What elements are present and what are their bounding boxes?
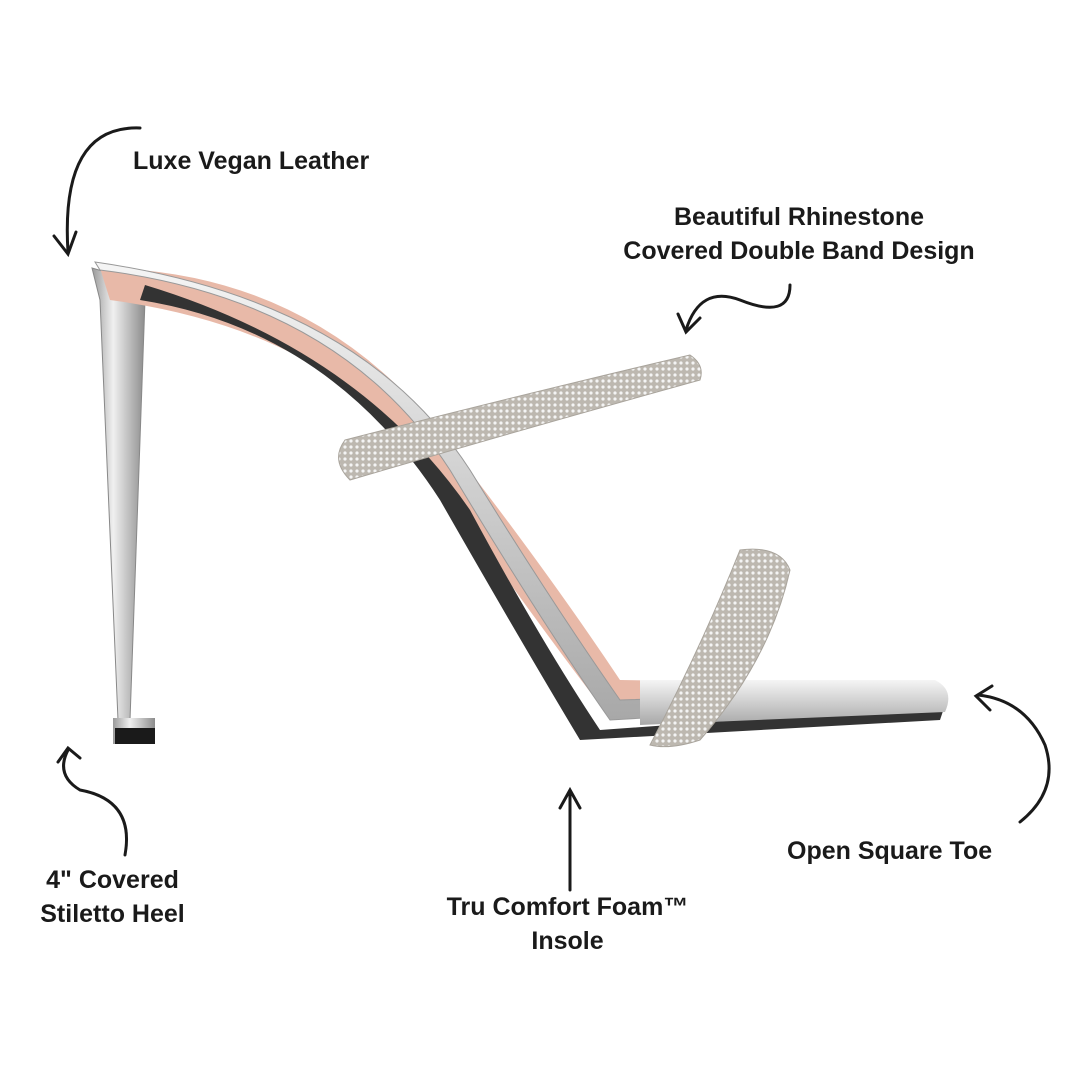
label-insole-line1: Tru Comfort Foam™ bbox=[446, 893, 689, 921]
label-leather: Luxe Vegan Leather bbox=[133, 147, 370, 175]
label-insole-line2: Insole bbox=[531, 927, 604, 955]
label-toe: Open Square Toe bbox=[787, 837, 993, 865]
arrow-rhinestone-icon bbox=[684, 283, 792, 332]
annotation-arrows bbox=[52, 126, 1051, 892]
label-rhinestone-line2: Covered Double Band Design bbox=[623, 237, 975, 265]
arrow-heel-icon bbox=[62, 748, 128, 857]
label-insole: Tru Comfort Foam™ Insole bbox=[420, 890, 715, 958]
stiletto-heel bbox=[91, 267, 155, 744]
sole bbox=[94, 261, 949, 740]
label-rhinestone-line1: Beautiful Rhinestone bbox=[673, 203, 924, 231]
rhinestone-band-lower bbox=[649, 548, 791, 748]
label-rhinestone: Beautiful Rhinestone Covered Double Band… bbox=[594, 200, 1004, 268]
arrow-leather-icon bbox=[65, 126, 142, 254]
arrow-toe-icon bbox=[976, 693, 1051, 824]
insole bbox=[100, 268, 940, 705]
rhinestone-band-upper bbox=[338, 354, 702, 481]
label-heel: 4" Covered Stiletto Heel bbox=[20, 863, 205, 931]
label-heel-line2: Stiletto Heel bbox=[40, 900, 185, 928]
label-heel-line1: 4" Covered bbox=[46, 866, 179, 894]
